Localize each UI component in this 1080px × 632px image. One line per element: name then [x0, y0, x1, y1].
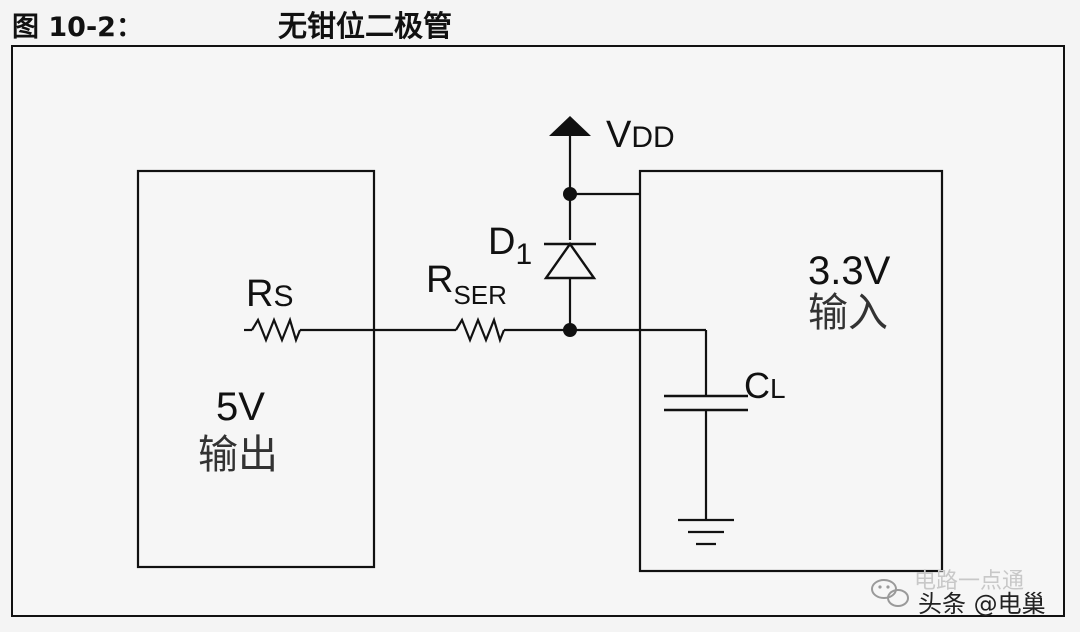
diode-label-main: D — [488, 221, 515, 263]
cl-label-sub: L — [770, 373, 786, 404]
rs-label: RS — [246, 273, 293, 315]
rs-label-main: R — [246, 273, 273, 315]
figure-label: 图 10-2： — [12, 12, 143, 43]
cl-label-main: C — [744, 365, 770, 406]
rs-label-sub: S — [273, 280, 293, 313]
watermark-faint-text: 电路一点通 — [914, 569, 1024, 594]
figure-title: 无钳位二极管 — [278, 9, 452, 43]
vdd-label: VDD — [606, 114, 675, 156]
ground-icon — [678, 518, 734, 546]
wechat-icon — [871, 579, 909, 607]
junction-vdd — [563, 187, 577, 201]
rser-label: RSER — [426, 259, 507, 310]
rser-label-main: R — [426, 259, 453, 301]
vdd-label-main: V — [606, 114, 632, 156]
diode-label: D1 — [488, 221, 532, 271]
input-voltage: 3.3V — [808, 249, 891, 293]
input-role: 输入 — [808, 290, 888, 336]
cl-label: CL — [744, 365, 786, 406]
resistor-rs-icon — [251, 316, 302, 344]
output-role: 输出 — [198, 432, 278, 478]
input-block-3v3 — [638, 169, 944, 573]
output-voltage: 5V — [216, 385, 265, 429]
resistor-rser-icon — [455, 316, 506, 344]
diode-label-sub: 1 — [515, 238, 532, 271]
output-block-5v — [136, 169, 376, 569]
capacitor-cl-icon — [664, 394, 748, 412]
vdd-label-sub: DD — [631, 121, 674, 154]
vdd-supply-icon — [549, 116, 591, 136]
circuit-wires — [244, 130, 708, 520]
rser-label-sub: SER — [453, 280, 506, 310]
junction-signal — [563, 323, 577, 337]
watermark: 电路一点通 头条 @电巢 — [871, 569, 1046, 618]
diode-d1-icon — [543, 241, 597, 280]
watermark-text: 头条 @电巢 — [918, 590, 1046, 618]
